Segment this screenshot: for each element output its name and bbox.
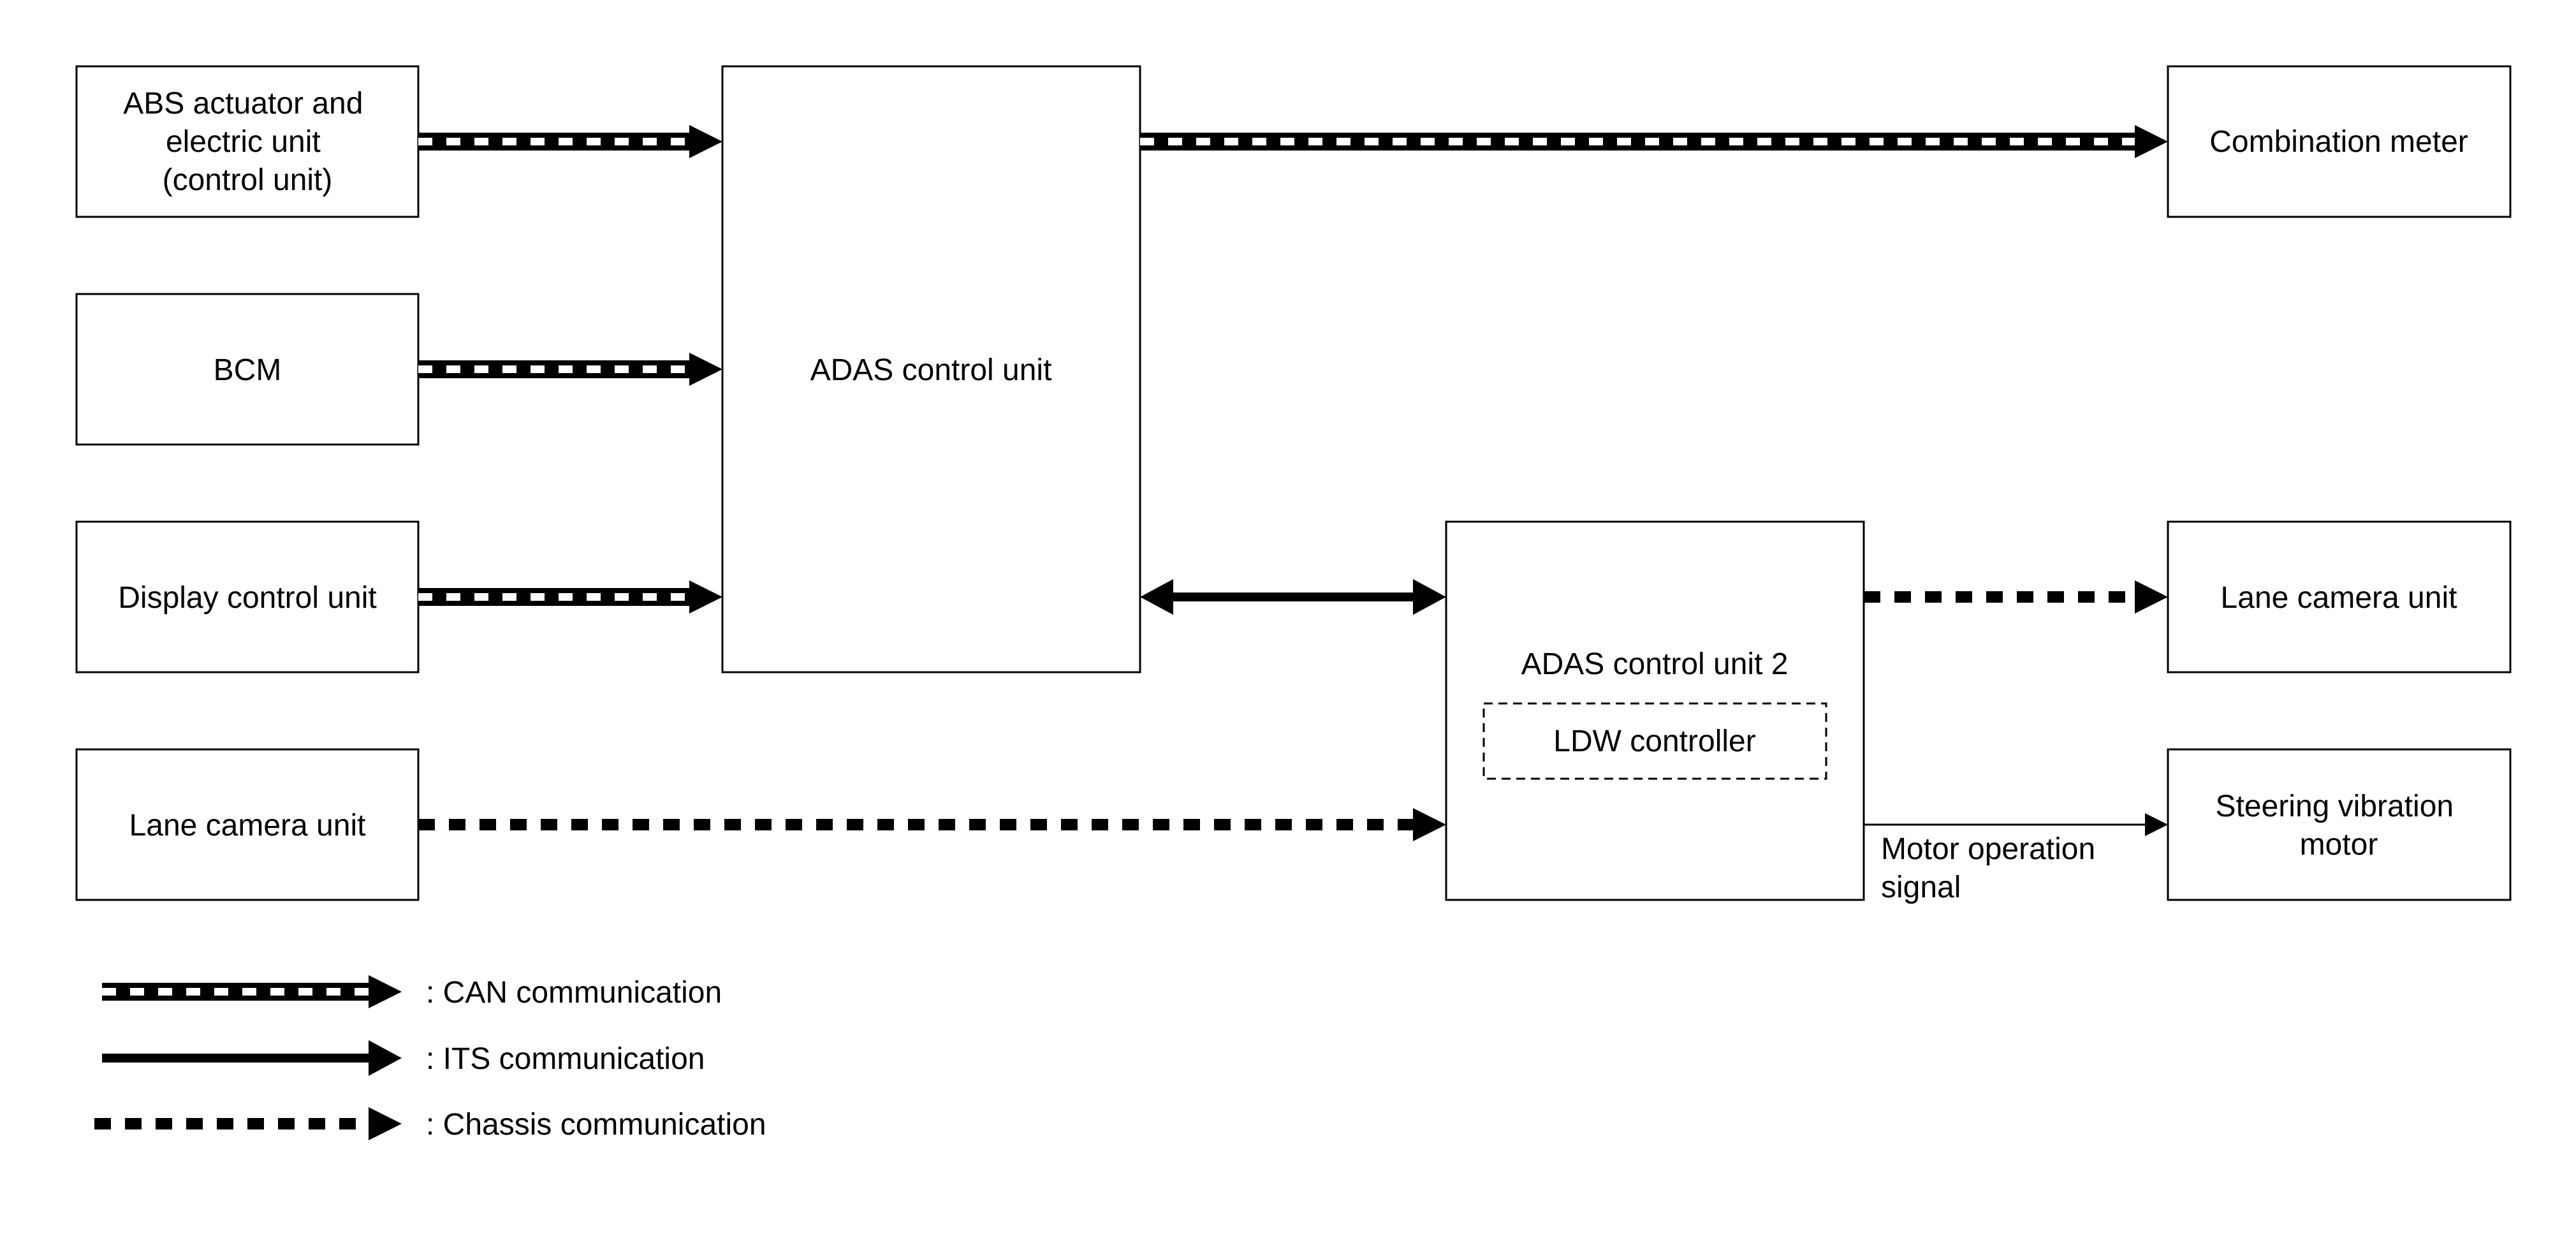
abs-label-line: electric unit <box>166 125 321 159</box>
abs-label-line: (control unit) <box>163 163 333 197</box>
display-control-box <box>75 520 420 673</box>
display-control-label: Display control unit <box>118 581 377 615</box>
steering-motor-box <box>2167 748 2512 901</box>
motor-operation-signal-label: Motor operation signal <box>1881 832 2104 904</box>
lane-camera-right-box <box>2167 520 2512 673</box>
can-arrow-display-to-adas <box>418 580 722 614</box>
abs-label: ABS actuator and electric unit (control … <box>123 87 372 197</box>
abs-box <box>75 65 420 218</box>
steering-motor-label-line: motor <box>2300 828 2378 862</box>
lane-camera-left-label: Lane camera unit <box>129 809 366 842</box>
chassis-arrow-lane-camera-to-adas2 <box>418 808 1446 841</box>
can-arrow-adas-to-combination-meter <box>1140 125 2168 158</box>
bcm-label: BCM <box>214 353 282 387</box>
can-arrow-bcm-to-adas <box>418 353 722 386</box>
combination-meter-box <box>2167 65 2512 218</box>
abs-label-line: ABS actuator and <box>123 87 363 121</box>
ldw-controller-box <box>1482 702 1827 780</box>
adas-label: ADAS control unit <box>810 353 1052 387</box>
steering-motor-label: Steering vibration motor <box>2216 790 2463 862</box>
chassis-arrow-adas2-to-lane-camera <box>1864 580 2168 614</box>
signal-arrow-adas2-to-steering-motor <box>1864 813 2168 836</box>
can-arrow-abs-to-adas <box>418 125 722 158</box>
legend-can-label: : CAN communication <box>426 976 722 1010</box>
lane-camera-right-label: Lane camera unit <box>2221 581 2457 615</box>
legend-its-label: : ITS communication <box>426 1042 705 1076</box>
steering-motor-label-line: Steering vibration <box>2216 790 2454 823</box>
legend-chassis-label: : Chassis communication <box>426 1108 766 1142</box>
motor-operation-signal-line: Motor operation <box>1881 832 2095 866</box>
combination-meter-label: Combination meter <box>2209 125 2468 159</box>
adas2-label: ADAS control unit 2 <box>1521 647 1789 681</box>
its-arrow-adas-to-adas2 <box>1140 579 1446 615</box>
motor-operation-signal-line: signal <box>1881 871 1961 904</box>
legend-chassis-arrow <box>94 1107 402 1140</box>
adas-box <box>721 65 1141 673</box>
legend: : CAN communication : ITS communication … <box>94 975 766 1142</box>
ldw-controller-label: LDW controller <box>1553 725 1755 758</box>
bcm-box <box>75 293 420 446</box>
legend-its-arrow <box>102 1040 402 1076</box>
legend-can-arrow <box>102 975 402 1008</box>
lane-camera-left-box <box>75 748 420 901</box>
